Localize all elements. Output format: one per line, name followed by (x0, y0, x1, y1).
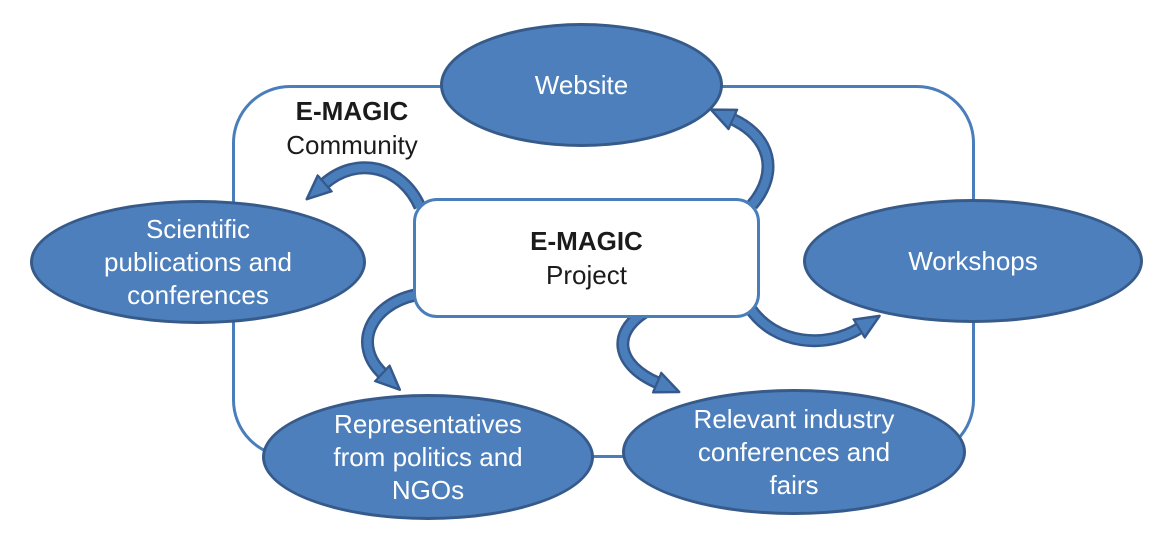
arrow-center-to-scientific (324, 161, 426, 210)
node-workshops: Workshops (803, 199, 1143, 323)
arrow-center-to-website (732, 119, 775, 210)
community-label-subtitle: Community (286, 130, 418, 160)
project-title: E-MAGIC (530, 226, 643, 256)
community-label: E-MAGIC Community (247, 94, 457, 162)
project-subtitle: Project (546, 260, 627, 290)
arrow-center-to-workshops (744, 304, 860, 348)
arrow-center-to-representatives (361, 288, 417, 374)
community-label-title: E-MAGIC (295, 96, 409, 126)
node-website: Website (440, 23, 723, 147)
center-project-box: E-MAGIC Project (413, 198, 760, 318)
arrow-center-to-industry (616, 306, 658, 383)
